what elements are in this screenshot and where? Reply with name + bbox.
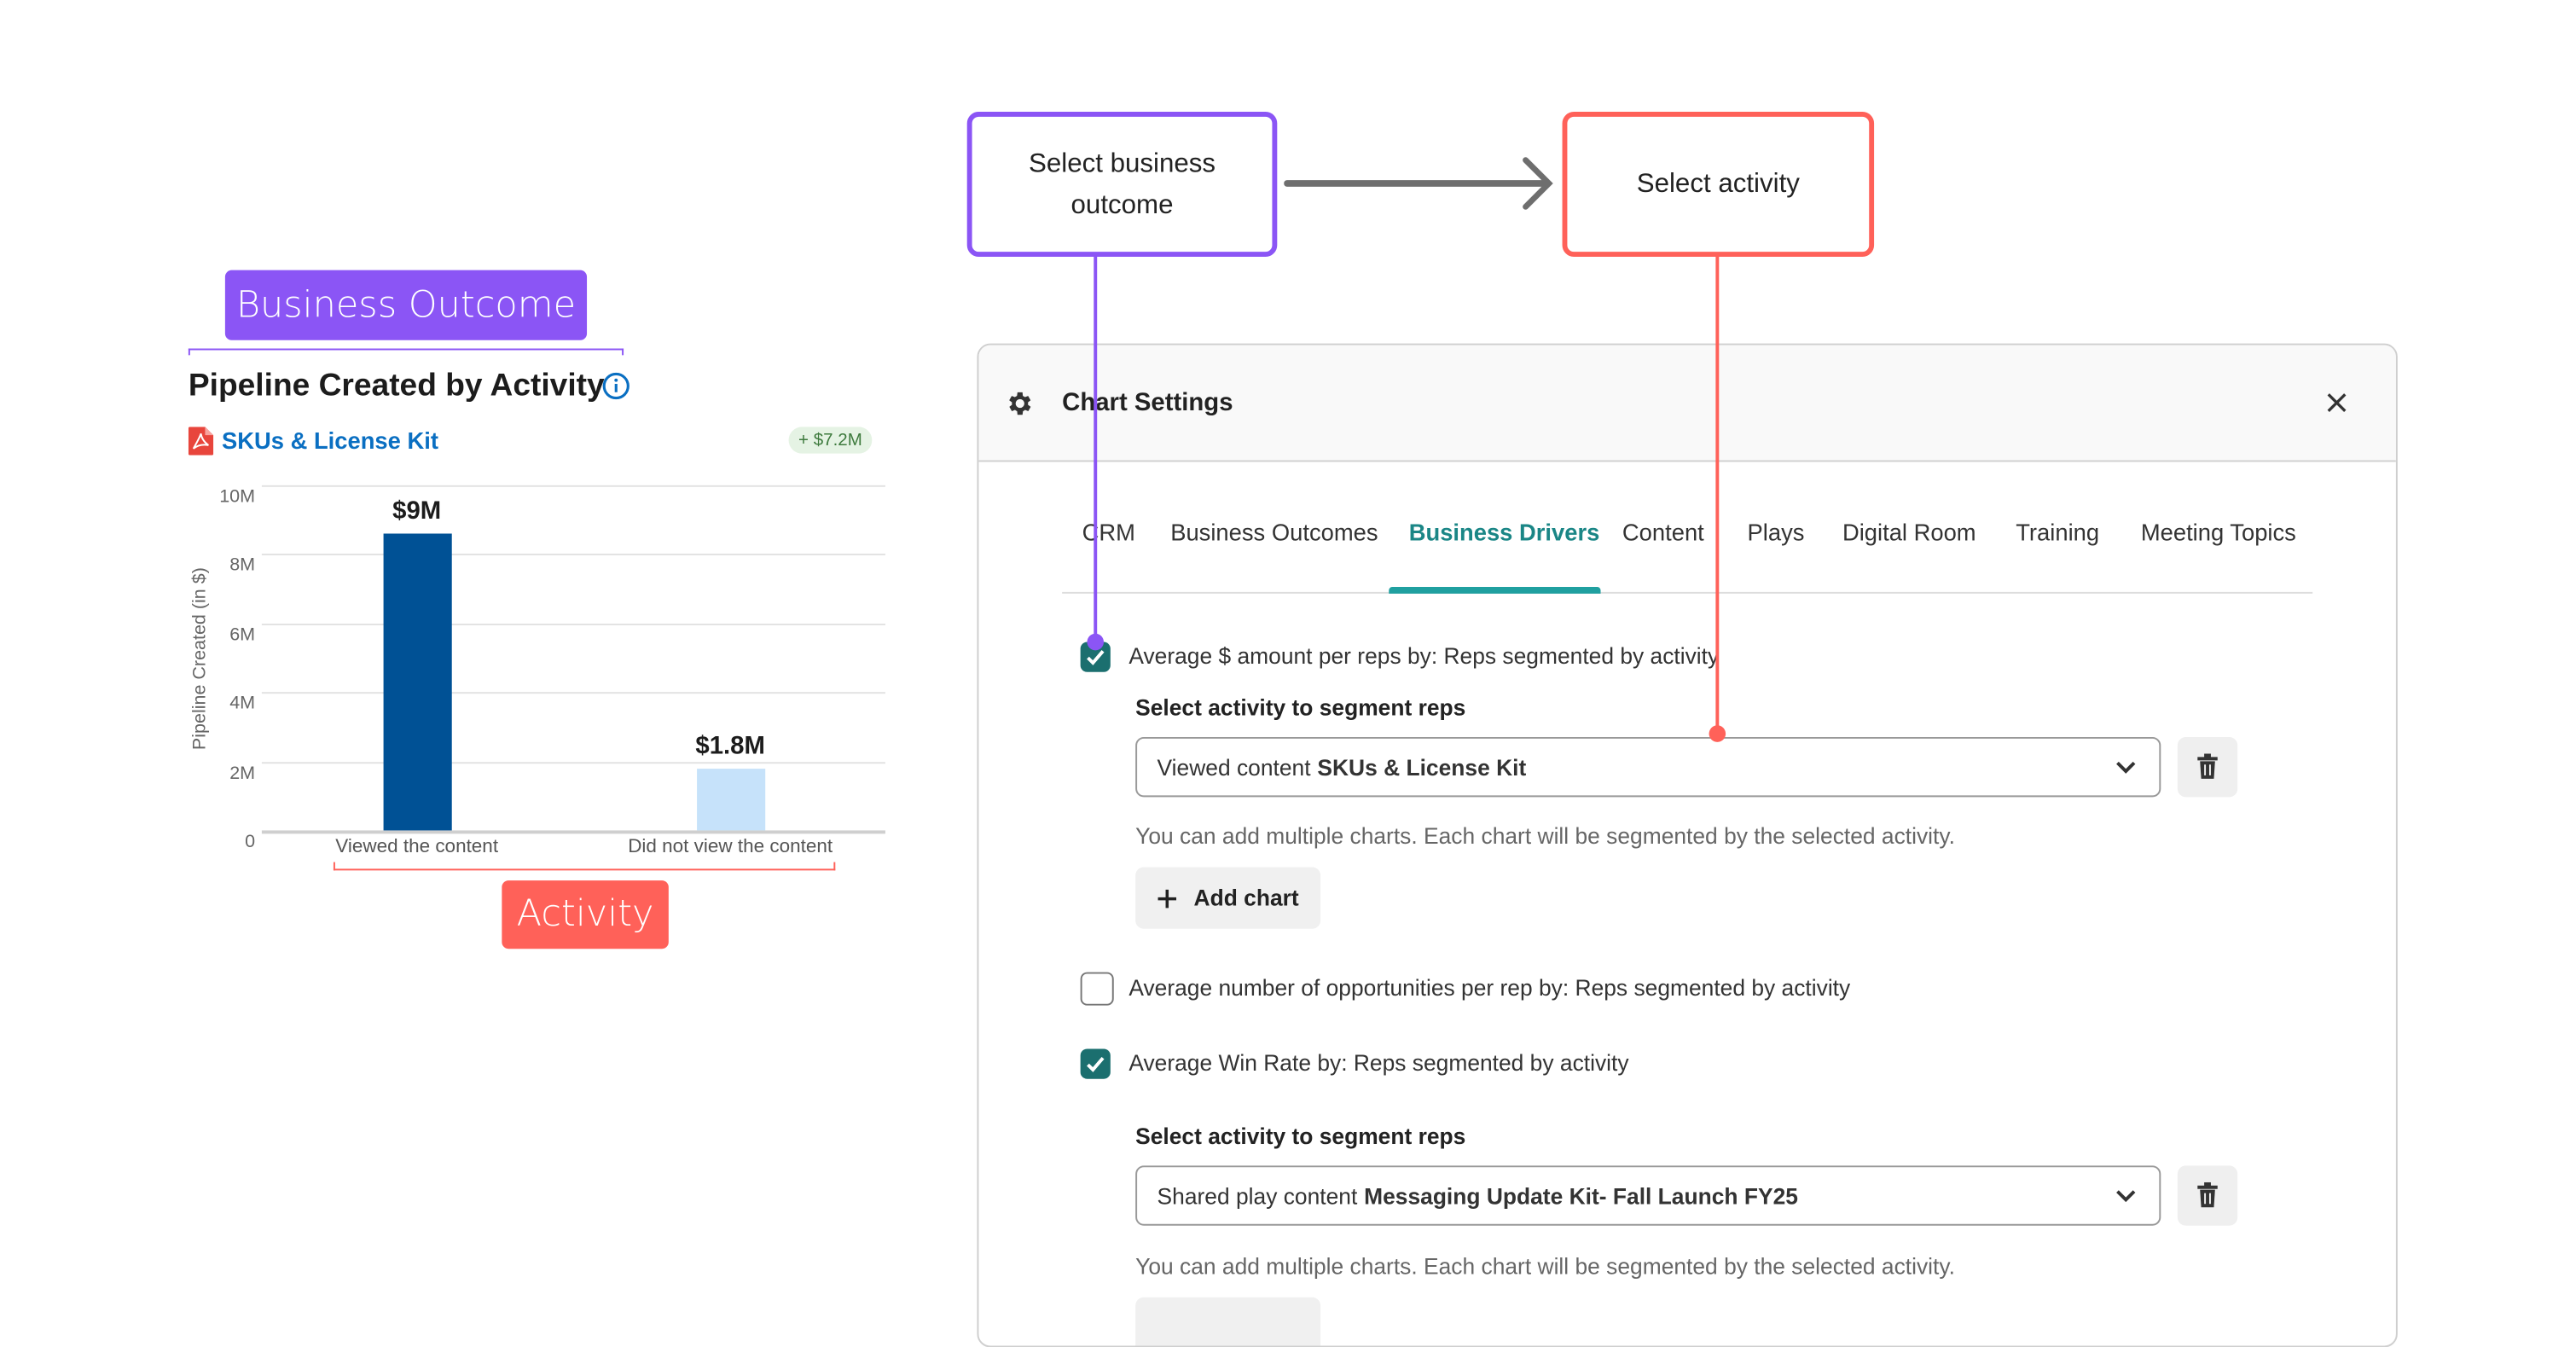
check-icon: [1087, 1056, 1105, 1072]
select-prefix: Shared play content: [1157, 1182, 1358, 1209]
x-axis-line: [261, 830, 885, 833]
option-label: Average Win Rate by: Reps segmented by a…: [1128, 1050, 1629, 1076]
tab-plays[interactable]: Plays: [1747, 518, 1805, 546]
select-value: Messaging Update Kit- Fall Launch FY25: [1364, 1182, 1798, 1209]
select-prefix: Viewed content: [1157, 754, 1311, 780]
tab-meeting-topics[interactable]: Meeting Topics: [2140, 518, 2296, 546]
data-label: $1.8M: [695, 731, 765, 760]
flow-step-activity: Select activity: [1562, 111, 1875, 258]
y-tick-label: 4M: [229, 694, 256, 714]
chart-settings-panel: Chart Settings CRM Business Outcomes Busin…: [977, 343, 2398, 1347]
tab-digital-room[interactable]: Digital Room: [1842, 518, 1976, 546]
helper-text: You can add multiple charts. Each chart …: [1135, 823, 1955, 849]
business-outcome-tag: Business Outcome: [224, 270, 588, 340]
activity-bracket: [333, 862, 836, 871]
gear-icon: [1009, 392, 1031, 415]
activity-tag: Activity: [502, 880, 669, 949]
add-chart-label: Add chart: [1193, 885, 1299, 911]
bar-0[interactable]: [382, 533, 451, 831]
close-icon[interactable]: [2326, 392, 2347, 413]
flow-step-2-text: Select activity: [1636, 170, 1800, 199]
panel-header: Chart Settings: [978, 345, 2396, 462]
select-label: Select activity to segment reps: [1135, 695, 1466, 721]
info-circle-icon[interactable]: [602, 372, 630, 400]
flow-step-business-outcome: Select business outcome: [966, 111, 1278, 258]
delete-button[interactable]: [2177, 1165, 2238, 1226]
helper-text: You can add multiple charts. Each chart …: [1135, 1253, 1955, 1280]
pdf-icon: [188, 427, 214, 456]
data-label: $9M: [392, 496, 442, 525]
active-tab-indicator: [1389, 587, 1601, 594]
gridline: [261, 623, 885, 625]
plus-icon: [1157, 888, 1177, 908]
delta-badge: + $7.2M: [788, 427, 873, 454]
y-tick-label: 0: [245, 832, 256, 852]
checkbox-avg-win-rate[interactable]: [1080, 1048, 1111, 1079]
connector-dot: [1087, 633, 1105, 651]
activity-connector: [1715, 255, 1719, 734]
y-axis-title: Pipeline Created (in $): [189, 567, 211, 751]
tab-business-drivers[interactable]: Business Drivers: [1408, 518, 1600, 546]
panel-title: Chart Settings: [1062, 388, 1233, 417]
y-tick-label: 8M: [229, 555, 256, 577]
tab-training[interactable]: Training: [2016, 518, 2100, 546]
tab-crm[interactable]: CRM: [1082, 518, 1135, 546]
gridline: [261, 761, 885, 763]
stage: Business Outcome Pipeline Created by Act…: [0, 0, 2398, 1347]
y-tick-label: 2M: [229, 763, 256, 783]
content-link[interactable]: SKUs & License Kit: [221, 427, 438, 454]
chevron-down-icon: [2116, 761, 2136, 774]
gridline: [261, 554, 885, 556]
flow-arrow: [1284, 157, 1553, 210]
tab-divider: [1062, 591, 2313, 594]
tab-content[interactable]: Content: [1622, 518, 1704, 546]
option-label: Average number of opportunities per rep …: [1128, 975, 1851, 1001]
bar-chart: Pipeline Created (in $) 0 2M 4M 6M 8M 10M $9M V…: [0, 0, 934, 934]
select-value: SKUs & License Kit: [1317, 754, 1527, 780]
x-tick-label: Viewed the content: [335, 837, 499, 857]
business-outcome-bracket: [188, 348, 624, 356]
bar-1[interactable]: [696, 768, 765, 831]
check-icon: [1087, 650, 1105, 665]
checkbox-avg-opportunities[interactable]: [1080, 972, 1114, 1006]
trash-icon: [2197, 753, 2218, 779]
business-outcome-connector: [1094, 255, 1097, 642]
trash-icon: [2197, 1182, 2218, 1208]
delete-button[interactable]: [2177, 736, 2238, 798]
add-chart-button[interactable]: [1135, 1297, 1321, 1346]
tab-business-outcomes[interactable]: Business Outcomes: [1170, 518, 1378, 546]
y-tick-label: 10M: [219, 486, 256, 508]
option-label: Average $ amount per reps by: Reps segme…: [1128, 643, 1720, 669]
gridline: [261, 692, 885, 694]
add-chart-button[interactable]: Add chart: [1135, 867, 1321, 929]
gridline: [261, 485, 885, 487]
select-label: Select activity to segment reps: [1135, 1123, 1466, 1149]
connector-dot: [1709, 725, 1726, 742]
x-tick-label: Did not view the content: [628, 837, 833, 857]
chevron-down-icon: [2116, 1190, 2136, 1203]
flow-step-1-text: Select business outcome: [1028, 148, 1216, 220]
chart-title: Pipeline Created by Activity: [188, 368, 605, 404]
y-tick-label: 6M: [229, 624, 256, 646]
